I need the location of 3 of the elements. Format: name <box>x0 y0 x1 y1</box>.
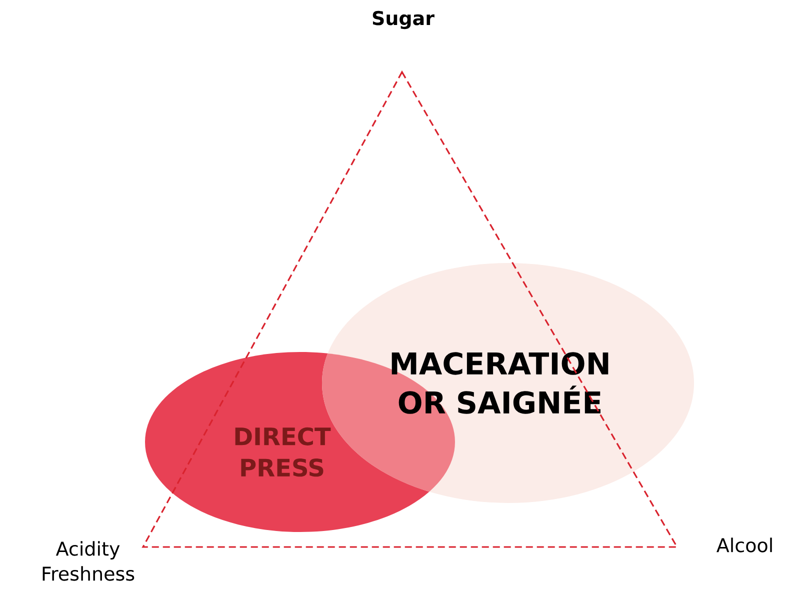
corner-label: Sugar <box>372 10 434 30</box>
corner-label: Acidity Freshness <box>42 541 134 581</box>
corner-label: Alcool <box>716 538 772 552</box>
